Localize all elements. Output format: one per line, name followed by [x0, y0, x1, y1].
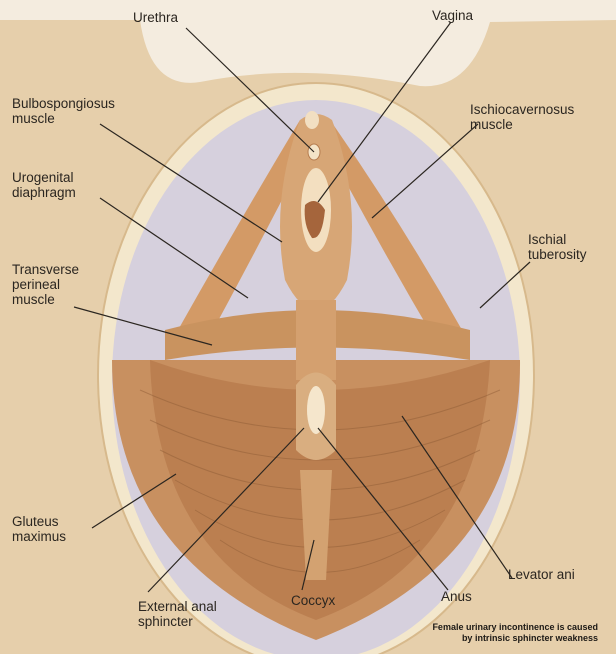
label-urogenital-diaphragm: Urogenital diaphragm — [12, 170, 76, 200]
label-coccyx: Coccyx — [291, 593, 335, 608]
label-transverse-perineal: Transverse perineal muscle — [12, 262, 79, 307]
clitoris — [305, 111, 319, 129]
figure-caption: Female urinary incontinence is caused by… — [432, 622, 598, 644]
label-levator-ani: Levator ani — [508, 567, 575, 582]
perineal-body — [296, 300, 336, 380]
label-urethra: Urethra — [133, 10, 178, 25]
label-ischiocavernosus: Ischiocavernosus muscle — [470, 102, 574, 132]
label-gluteus-maximus: Gluteus maximus — [12, 514, 66, 544]
label-ischial-tuberosity: Ischial tuberosity — [528, 232, 587, 262]
label-external-anal-sphincter: External anal sphincter — [138, 599, 217, 629]
label-bulbospongiosus: Bulbospongiosus muscle — [12, 96, 115, 126]
anus-opening — [307, 386, 325, 434]
label-anus: Anus — [441, 589, 472, 604]
label-vagina: Vagina — [432, 8, 473, 23]
